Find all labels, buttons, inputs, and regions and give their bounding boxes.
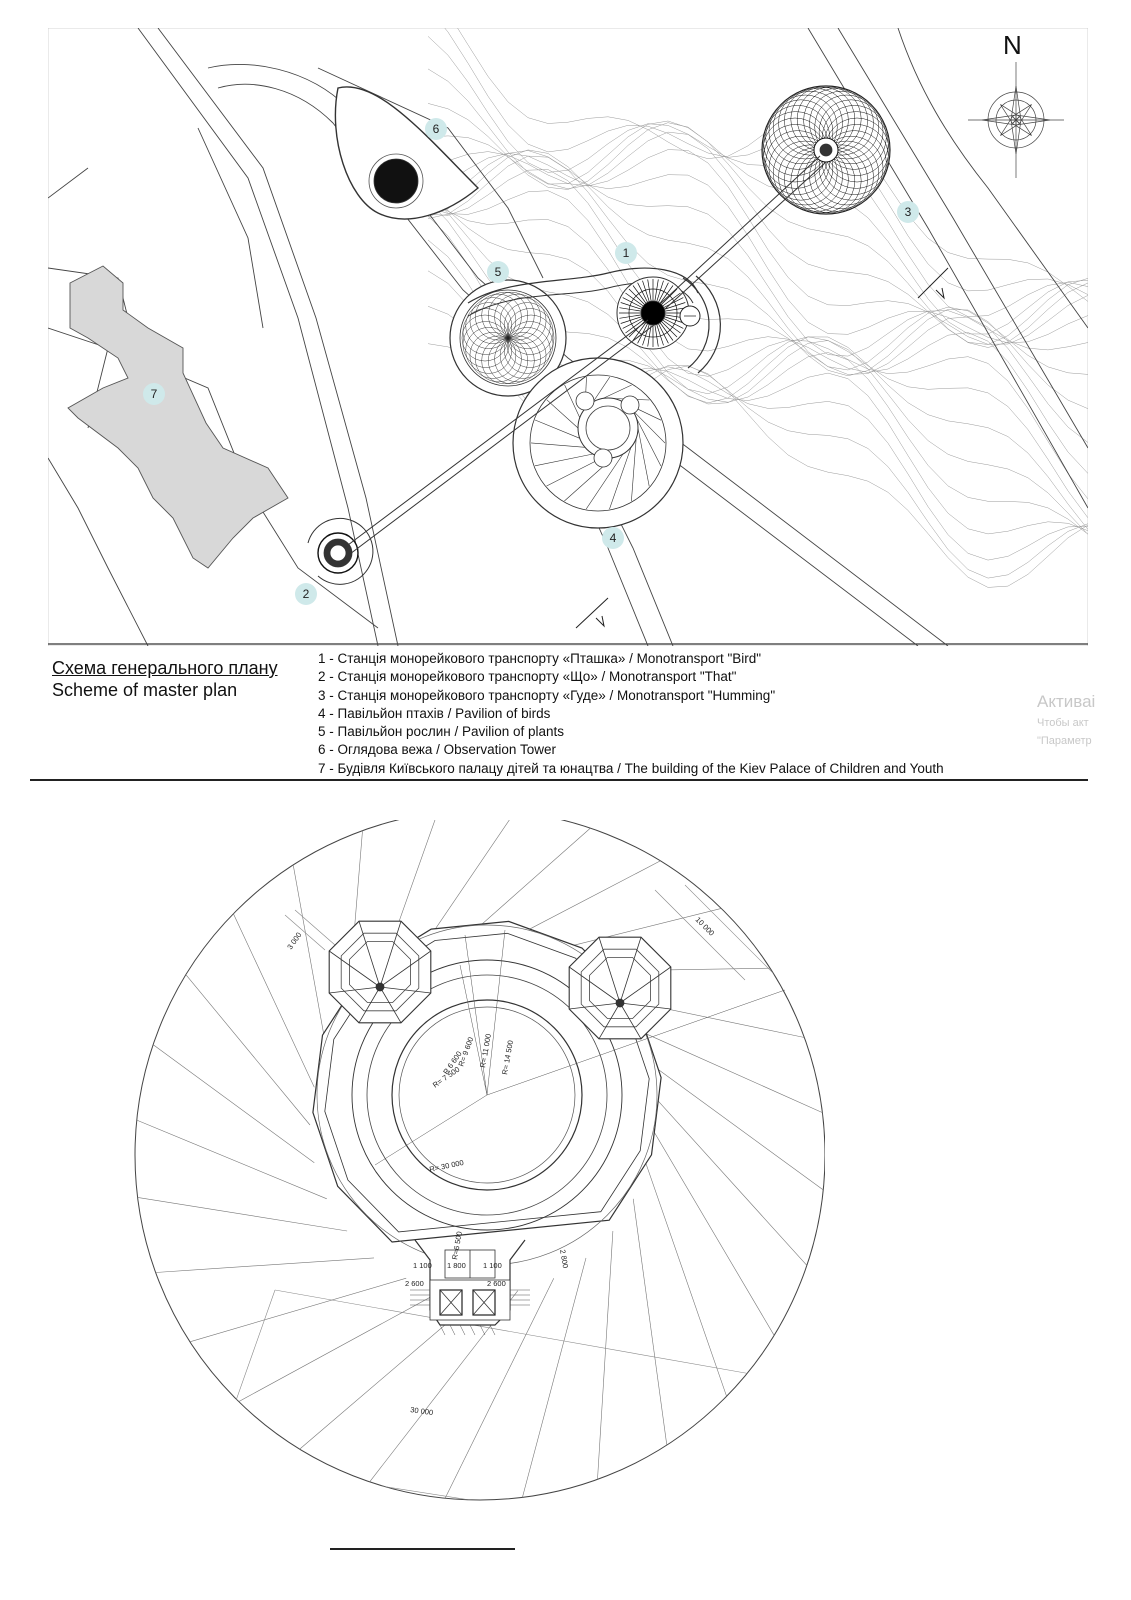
stair-tower-left — [328, 920, 432, 1024]
dim-1100-left: 1 100 — [413, 1261, 432, 1270]
marker-circle — [897, 201, 919, 223]
pavilion-detail-drawing: R= 30 000 R= 14 500 R= 11 000 R= 9 600 R… — [134, 820, 825, 1501]
marker-3: 3 — [897, 201, 919, 223]
marker-7: 7 — [143, 383, 165, 405]
dim-3000: 3 000 — [285, 931, 303, 952]
master-plan-drawing: N 1 2 3 4 5 6 7 — [48, 28, 1088, 646]
marker-1: 1 — [615, 242, 637, 264]
bottom-rule — [330, 1548, 515, 1550]
radius-lines — [374, 929, 786, 1166]
watermark-line-1: Активаі — [1037, 692, 1096, 711]
station-bird — [640, 300, 666, 326]
marker-circle — [615, 242, 637, 264]
marker-label: 6 — [433, 122, 440, 136]
observation-tower — [373, 158, 419, 204]
marker-label: 5 — [495, 265, 502, 279]
central-building-inner — [324, 932, 650, 1233]
legend-title-uk: Схема генерального плану — [52, 658, 278, 678]
terrain-contours — [427, 28, 1088, 588]
legend-item-4: 4 - Павільйон птахів / Pavilion of birds — [318, 705, 551, 721]
marker-label: 2 — [303, 587, 310, 601]
observation-tower-loop — [334, 86, 480, 220]
watermark-line-3: "Параметр — [1037, 735, 1092, 747]
dim-2600-left: 2 600 — [405, 1279, 424, 1288]
legend-list: 1 - Станція монорейкового транспорту «Пт… — [318, 650, 944, 778]
marker-circle — [425, 118, 447, 140]
marker-6: 6 — [425, 118, 447, 140]
dim-2800: 2 800 — [558, 1249, 570, 1269]
dim-2600-right: 2 600 — [487, 1279, 506, 1288]
marker-label: 1 — [623, 246, 630, 260]
marker-circle — [143, 383, 165, 405]
marker-label: 3 — [905, 205, 912, 219]
activation-watermark: Активаі Чтобы акт "Параметр — [1037, 690, 1131, 750]
entry-arrows — [575, 267, 949, 629]
marker-5: 5 — [487, 261, 509, 283]
dim-10000: 10 000 — [694, 915, 717, 938]
marker-circle — [295, 583, 317, 605]
legend-item-5: 5 - Павільйон рослин / Pavilion of plant… — [318, 724, 565, 740]
dim-1100-right: 1 100 — [483, 1261, 502, 1270]
legend-title: Схема генерального плану Scheme of maste… — [52, 657, 278, 701]
marker-circle — [487, 261, 509, 283]
legend-title-en: Scheme of master plan — [52, 680, 238, 700]
watermark-line-2: Чтобы акт — [1037, 717, 1089, 729]
marker-label: 7 — [151, 387, 158, 401]
entrance-block — [410, 1239, 530, 1336]
north-label: N — [1003, 30, 1022, 60]
marker-2: 2 — [295, 583, 317, 605]
legend-item-2: 2 - Станція монорейкового транспорту «Що… — [318, 669, 737, 685]
section-divider — [30, 779, 1088, 781]
dim-30000: 30 000 — [410, 1405, 434, 1417]
monorail-track — [343, 155, 827, 555]
marker-4: 4 — [602, 527, 624, 549]
outer-circle — [134, 820, 825, 1501]
marker-label: 4 — [610, 531, 617, 545]
legend-item-1: 1 - Станція монорейкового транспорту «Пт… — [318, 651, 762, 666]
north-compass-icon — [968, 62, 1064, 178]
marker-circle — [602, 527, 624, 549]
palace-building-7 — [67, 265, 289, 569]
legend-item-7: 7 - Будівля Київського палацу дітей та ю… — [318, 760, 944, 776]
legend-item-3: 3 - Станція монорейкового транспорту «Гу… — [318, 687, 776, 703]
spiral-ribs — [136, 820, 824, 1499]
dim-1800: 1 800 — [447, 1261, 466, 1270]
stair-tower-right — [568, 936, 672, 1040]
plants-pavilion-pattern — [461, 291, 555, 385]
roads — [48, 28, 1088, 646]
legend-item-6: 6 - Оглядова вежа / Observation Tower — [318, 742, 556, 758]
